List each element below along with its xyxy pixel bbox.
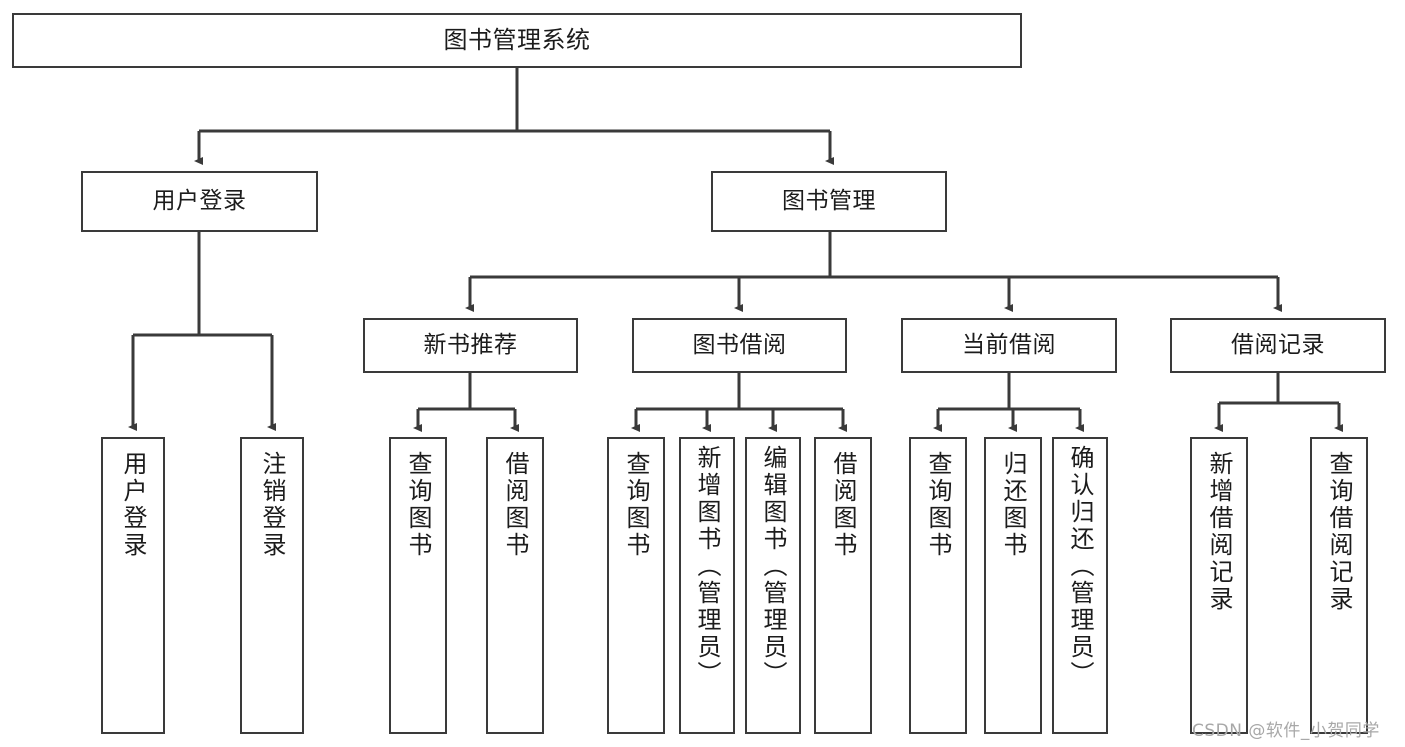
node-leaf-confirm-return-admin[interactable]: 确认归还（管理员） bbox=[1052, 437, 1108, 734]
node-leaf-query-book-3-label: 查询图书 bbox=[924, 451, 952, 559]
node-leaf-borrow-book-1[interactable]: 借阅图书 bbox=[486, 437, 544, 734]
node-leaf-borrow-book-2-label: 借阅图书 bbox=[829, 451, 857, 559]
node-root-label: 图书管理系统 bbox=[443, 26, 591, 55]
node-leaf-add-borrow-record-label: 新增借阅记录 bbox=[1205, 451, 1233, 613]
node-leaf-confirm-return-admin-label: 确认归还（管理员） bbox=[1066, 445, 1094, 688]
node-leaf-query-book-3[interactable]: 查询图书 bbox=[909, 437, 967, 734]
node-leaf-add-borrow-record[interactable]: 新增借阅记录 bbox=[1190, 437, 1248, 734]
watermark: CSDN @软件_小贺同学 bbox=[1192, 716, 1380, 741]
node-root[interactable]: 图书管理系统 bbox=[12, 13, 1022, 68]
node-leaf-query-book-2[interactable]: 查询图书 bbox=[607, 437, 665, 734]
node-user-login-label: 用户登录 bbox=[152, 187, 247, 214]
node-new-book-recommend[interactable]: 新书推荐 bbox=[363, 318, 578, 373]
node-leaf-query-borrow-record-label: 查询借阅记录 bbox=[1325, 451, 1353, 613]
node-leaf-query-borrow-record[interactable]: 查询借阅记录 bbox=[1310, 437, 1368, 734]
node-leaf-user-login-label: 用户登录 bbox=[119, 451, 147, 559]
node-user-login[interactable]: 用户登录 bbox=[81, 171, 318, 232]
node-book-manage-label: 图书管理 bbox=[782, 187, 876, 214]
node-borrow-record-label: 借阅记录 bbox=[1231, 331, 1325, 358]
node-leaf-edit-book-admin[interactable]: 编辑图书（管理员） bbox=[745, 437, 801, 734]
node-leaf-return-book[interactable]: 归还图书 bbox=[984, 437, 1042, 734]
node-leaf-query-book-1[interactable]: 查询图书 bbox=[389, 437, 447, 734]
node-current-borrow-label: 当前借阅 bbox=[962, 331, 1056, 358]
node-book-manage[interactable]: 图书管理 bbox=[711, 171, 947, 232]
node-current-borrow[interactable]: 当前借阅 bbox=[901, 318, 1117, 373]
node-leaf-logout-login[interactable]: 注销登录 bbox=[240, 437, 304, 734]
node-leaf-add-book-admin-label: 新增图书（管理员） bbox=[693, 445, 721, 688]
node-leaf-query-book-2-label: 查询图书 bbox=[622, 451, 650, 559]
node-new-book-recommend-label: 新书推荐 bbox=[423, 331, 518, 358]
node-leaf-query-book-1-label: 查询图书 bbox=[404, 451, 432, 559]
node-leaf-borrow-book-1-label: 借阅图书 bbox=[501, 451, 529, 559]
node-leaf-edit-book-admin-label: 编辑图书（管理员） bbox=[759, 445, 787, 688]
node-borrow-record[interactable]: 借阅记录 bbox=[1170, 318, 1386, 373]
node-leaf-user-login[interactable]: 用户登录 bbox=[101, 437, 165, 734]
node-leaf-return-book-label: 归还图书 bbox=[999, 451, 1027, 559]
node-leaf-logout-login-label: 注销登录 bbox=[258, 451, 286, 559]
node-book-borrow-label: 图书借阅 bbox=[692, 331, 787, 358]
node-leaf-add-book-admin[interactable]: 新增图书（管理员） bbox=[679, 437, 735, 734]
watermark-text: CSDN @软件_小贺同学 bbox=[1192, 721, 1380, 741]
node-leaf-borrow-book-2[interactable]: 借阅图书 bbox=[814, 437, 872, 734]
node-book-borrow[interactable]: 图书借阅 bbox=[632, 318, 847, 373]
